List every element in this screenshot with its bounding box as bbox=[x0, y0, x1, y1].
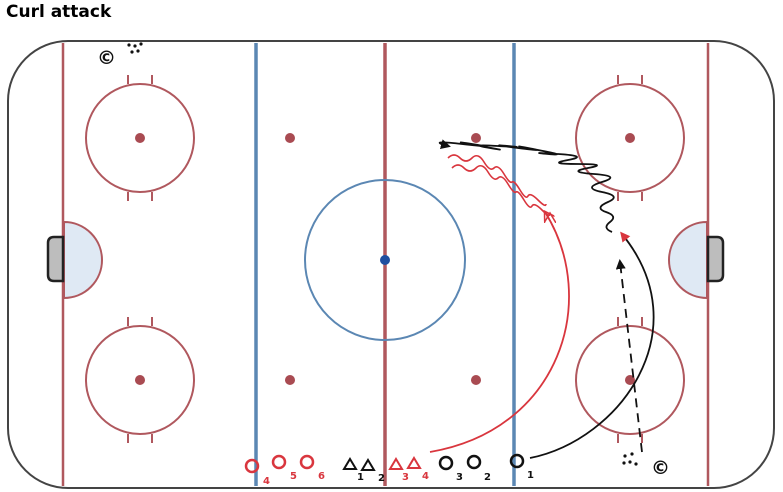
player-number: 4 bbox=[422, 471, 429, 482]
coach-bottom-right: © bbox=[622, 452, 670, 479]
puck-pile-dot bbox=[628, 460, 632, 464]
faceoff-circle-top-left bbox=[85, 75, 195, 201]
black-triangle-player-2: 2 bbox=[360, 458, 385, 484]
black-pass-path bbox=[615, 259, 643, 453]
red-circle-player-4: 4 bbox=[244, 458, 270, 487]
puck-pile-dot bbox=[139, 42, 143, 46]
faceoff-dot bbox=[135, 133, 145, 143]
player-number: 3 bbox=[456, 472, 463, 483]
black-puck-carry-path bbox=[438, 139, 615, 233]
player-number: 2 bbox=[378, 473, 385, 484]
black-circle-player-2: 2 bbox=[466, 454, 491, 483]
puck-pile-dot bbox=[634, 462, 638, 466]
diagram-title: Curl attack bbox=[6, 2, 112, 22]
coach-top-left: © bbox=[97, 42, 143, 69]
puck-pile-dot bbox=[136, 49, 140, 53]
black-skate-path bbox=[529, 231, 655, 459]
red-triangle-player-4: 4 bbox=[406, 456, 429, 482]
puck-pile-dot bbox=[127, 43, 131, 47]
player-number: 2 bbox=[484, 472, 491, 483]
center-circle bbox=[304, 179, 466, 341]
black-circle-player-1: 1 bbox=[509, 453, 534, 481]
neutral-zone-dot bbox=[471, 375, 481, 385]
player-number: 3 bbox=[402, 472, 409, 483]
neutral-zone-dot bbox=[285, 133, 295, 143]
coach-symbol: © bbox=[651, 457, 670, 479]
puck-pile-dot bbox=[133, 44, 137, 48]
player-number: 1 bbox=[527, 470, 534, 481]
red-puck-carry-path bbox=[447, 154, 547, 207]
red-triangle-player-3: 3 bbox=[388, 457, 409, 483]
coach-symbol: © bbox=[97, 47, 116, 69]
red-puck-carry-path-inner bbox=[451, 164, 550, 215]
goal-net-right bbox=[706, 235, 725, 283]
puck-pile-dot bbox=[630, 452, 634, 456]
faceoff-circle-top-right bbox=[575, 75, 685, 201]
center-faceoff-dot bbox=[380, 255, 390, 265]
faceoff-circle-bottom-right bbox=[575, 317, 685, 443]
faceoff-dot bbox=[625, 133, 635, 143]
neutral-zone-dot bbox=[285, 375, 295, 385]
red-circle-player-5: 5 bbox=[271, 454, 297, 482]
player-number: 4 bbox=[263, 476, 270, 487]
red-skate-path bbox=[429, 212, 570, 453]
player-number: 5 bbox=[290, 471, 297, 482]
neutral-zone-dot bbox=[471, 133, 481, 143]
goal-crease-right bbox=[668, 220, 708, 300]
puck-pile-dot bbox=[623, 454, 627, 458]
puck-pile-dot bbox=[130, 50, 134, 54]
faceoff-circle-bottom-left bbox=[85, 317, 195, 443]
puck-pile-dot bbox=[622, 461, 626, 465]
goal-net-left bbox=[46, 235, 65, 283]
player-number: 1 bbox=[357, 472, 364, 483]
black-circle-player-3: 3 bbox=[438, 455, 463, 483]
black-triangle-player-1: 1 bbox=[342, 457, 364, 483]
faceoff-dot bbox=[135, 375, 145, 385]
rink-boards bbox=[7, 40, 775, 489]
red-circle-player-6: 6 bbox=[299, 454, 325, 482]
goal-crease-left bbox=[63, 220, 103, 300]
player-number: 6 bbox=[318, 471, 325, 482]
